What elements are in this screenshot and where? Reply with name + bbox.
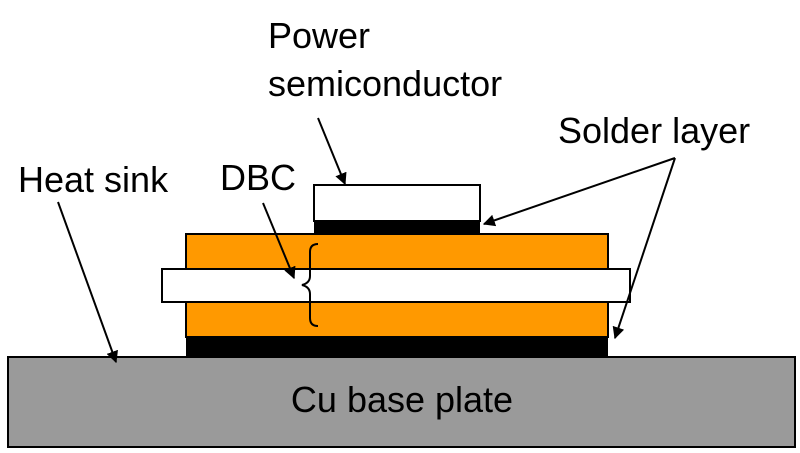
- solder-layer-label: Solder layer: [558, 110, 750, 151]
- cu-base-plate-label: Cu base plate: [291, 379, 513, 420]
- power-semiconductor-label-line2: semiconductor: [268, 63, 502, 104]
- solder-layer-bottom: [186, 337, 608, 357]
- cu-base-plate: [7, 356, 796, 448]
- arrow-solder-layer-bottom: [612, 157, 676, 340]
- dbc-copper-top: [185, 233, 609, 271]
- arrow-heat-sink: [57, 201, 118, 364]
- dbc-label: DBC: [220, 157, 296, 198]
- arrow-dbc: [262, 202, 296, 280]
- dbc-copper-bottom: [185, 299, 609, 338]
- power-semiconductor-label-line1: Power: [268, 15, 370, 56]
- heat-sink-label: Heat sink: [18, 159, 169, 200]
- dbc-brace: [301, 243, 319, 327]
- dbc-ceramic-substrate: [161, 268, 631, 303]
- solder-layer-chip: [314, 220, 480, 234]
- arrow-solder-layer-chip: [482, 157, 676, 227]
- power-semiconductor-chip: [313, 184, 481, 222]
- arrow-power-semiconductor: [317, 117, 347, 186]
